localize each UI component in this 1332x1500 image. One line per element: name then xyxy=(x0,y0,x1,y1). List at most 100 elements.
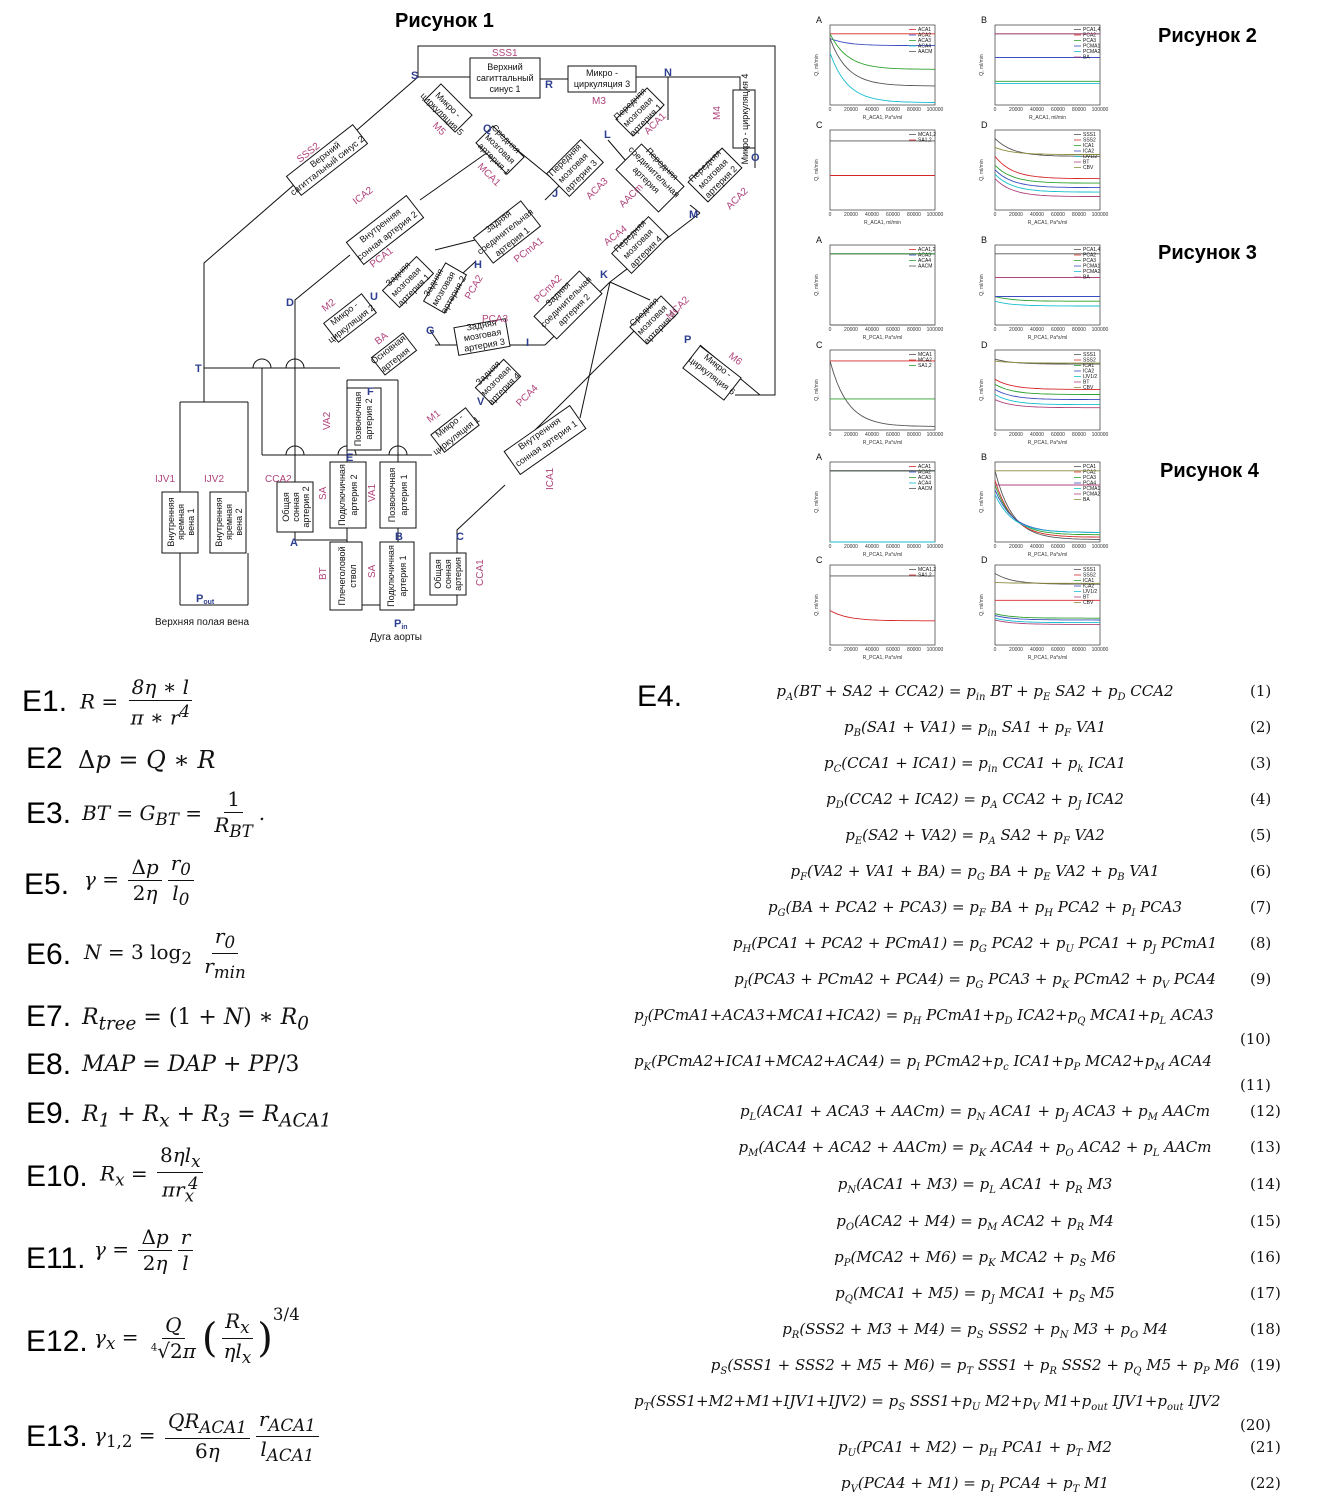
va1-box-text-2: артерия 1 xyxy=(399,474,409,515)
ijv1-box-text-3: вена 1 xyxy=(186,508,196,535)
chart-x-tick: 80000 xyxy=(907,647,921,653)
e4-equation-7: pG(BA + PCA2 + PCA3) = pF BA + pH PCA2 +… xyxy=(767,898,1183,919)
e13-label: E13. xyxy=(26,1420,88,1453)
chart-x-tick: 60000 xyxy=(886,432,900,438)
e4-equation-number-19: (19) xyxy=(1250,1356,1281,1374)
chart-x-tick: 40000 xyxy=(1030,107,1044,113)
chart-legend-entry: ACA3 xyxy=(918,38,931,44)
e4-equation-19: pS(SSS1 + SSS2 + M5 + M6) = pT SSS1 + pR… xyxy=(710,1356,1240,1377)
chart-panel-letter: D xyxy=(981,120,988,130)
e4-equation-number-3: (3) xyxy=(1250,754,1272,772)
chart-x-tick: 40000 xyxy=(1030,432,1044,438)
e4-equation-number-11: (11) xyxy=(1240,1076,1271,1094)
chart-xlabel: R_PCA1, Pa*s/ml xyxy=(863,440,902,446)
chart-series-line xyxy=(994,164,1100,184)
chart-panel-letter: C xyxy=(816,340,823,350)
chart-axes xyxy=(994,461,1101,543)
e4-equation-number-10: (10) xyxy=(1240,1030,1271,1048)
node-M: M xyxy=(689,209,698,221)
chart-series-line xyxy=(994,615,1100,621)
chart-axes xyxy=(994,564,1101,646)
chart-legend-entry: ACA3 xyxy=(918,475,931,481)
chart-legend-entry: PCA2 xyxy=(1083,253,1096,259)
sa2-box-text-1: Подключичная xyxy=(337,464,347,526)
node-V: V xyxy=(477,396,485,408)
e4-equation-16: pP(MCA2 + M6) = pK MCA2 + pS M6 xyxy=(834,1248,1116,1269)
chart-x-tick: 100000 xyxy=(1092,327,1109,333)
ijv2-box-text-2: яремная xyxy=(224,504,234,540)
chart-series-line xyxy=(994,470,1101,540)
chart-axes xyxy=(994,24,1101,106)
chart-ylabel: Q, ml/min xyxy=(814,274,820,296)
e2-formula: Δp = Q ∗ R xyxy=(78,746,216,774)
label-M1: M1 xyxy=(425,408,443,425)
chart-x-tick: 100000 xyxy=(927,327,944,333)
chart-x-tick: 20000 xyxy=(844,212,858,218)
e4-equation-number-18: (18) xyxy=(1250,1320,1281,1338)
label-SSS1: SSS1 xyxy=(492,48,518,59)
e4-equation-13: pM(ACA4 + ACA2 + AACm) = pK ACA4 + pO AC… xyxy=(738,1138,1212,1159)
p-out-label: Pout xyxy=(196,593,215,606)
chart-x-tick: 100000 xyxy=(1092,647,1109,653)
sss1-box-text-1: Верхний xyxy=(487,62,522,72)
chart-ylabel: Q, ml/min xyxy=(814,379,820,401)
chart-series-line xyxy=(994,613,1100,619)
chart-legend-entry: BA xyxy=(1083,275,1090,281)
node-Q: Q xyxy=(483,123,492,135)
chart-legend-entry: MCA1 xyxy=(918,352,932,358)
label-CCA2: CCA2 xyxy=(265,474,292,485)
cca2-box-text-3: артерия 2 xyxy=(301,486,311,527)
chart-xlabel: R_PCA1, Pa*s/ml xyxy=(863,335,902,341)
chart-legend-entry: ACA4 xyxy=(918,44,931,50)
e9-formula: R1 + Rx + R3 = RACA1 xyxy=(82,1102,332,1132)
ijv2-box-text-1: Внутренняя xyxy=(214,497,224,546)
chart-legend-entry: BT xyxy=(1083,595,1089,601)
chart-legend-entry: IJV1/2 xyxy=(1083,374,1097,380)
chart-x-tick: 80000 xyxy=(907,327,921,333)
chart-ylabel: Q, ml/min xyxy=(814,54,820,76)
chart-x-tick: 80000 xyxy=(1072,544,1086,550)
chart-x-tick: 80000 xyxy=(1072,212,1086,218)
chart-legend-entry: ICA1 xyxy=(1083,578,1094,584)
chart-series-line xyxy=(994,169,1100,189)
chart-legend-entry: ICA2 xyxy=(1083,369,1094,375)
chart-x-tick: 20000 xyxy=(1009,647,1023,653)
chart-xlabel: R_ACA1, Pa*s/ml xyxy=(1028,220,1067,226)
node-O: O xyxy=(751,152,760,164)
e4-equation-number-8: (8) xyxy=(1250,934,1272,952)
e4-equation-number-22: (22) xyxy=(1250,1474,1281,1492)
label-AACm: AACm xyxy=(617,182,645,210)
chart-x-tick: 40000 xyxy=(865,212,879,218)
bt-box-text-2: ствол xyxy=(348,564,358,587)
chart-legend-entry: PCA3 xyxy=(1083,258,1096,264)
e4-equation-21: pU(PCA1 + M2) − pH PCA1 + pT M2 xyxy=(838,1438,1112,1459)
chart-x-tick: 20000 xyxy=(1009,327,1023,333)
chart-panel-letter: B xyxy=(981,452,987,462)
label-ACA3: ACA3 xyxy=(584,176,611,203)
chart-series-line xyxy=(994,296,1100,302)
e4-equation-2: pB(SA1 + VA1) = pin SA1 + pF VA1 xyxy=(843,718,1107,739)
e4-equation-15: pO(ACA2 + M4) = pM ACA2 + pR M4 xyxy=(836,1212,1114,1233)
chart-x-tick: 20000 xyxy=(1009,544,1023,550)
e4-equation-5: pE(SA2 + VA2) = pA SA2 + pF VA2 xyxy=(845,826,1105,847)
chart-x-tick: 80000 xyxy=(1072,432,1086,438)
label-PCA3: PCA3 xyxy=(482,314,509,325)
chart-legend-entry: ACA2 xyxy=(918,33,931,39)
chart-x-tick: 20000 xyxy=(844,544,858,550)
chart-legend-entry: PCMA2 xyxy=(1083,492,1100,498)
node-R: R xyxy=(545,79,553,91)
e10-label: E10. xyxy=(26,1160,88,1193)
chart-legend-entry: ACA3 xyxy=(918,253,931,259)
label-M2: M2 xyxy=(320,297,338,314)
chart-x-tick: 60000 xyxy=(886,327,900,333)
chart-legend-entry: PCMA1 xyxy=(1083,486,1100,492)
chart-legend-entry: SSS1 xyxy=(1083,132,1096,138)
e4-equation-number-17: (17) xyxy=(1250,1284,1281,1302)
chart-x-tick: 100000 xyxy=(927,647,944,653)
node-S: S xyxy=(411,70,418,82)
chart-ylabel: Q, ml/min xyxy=(979,594,985,616)
